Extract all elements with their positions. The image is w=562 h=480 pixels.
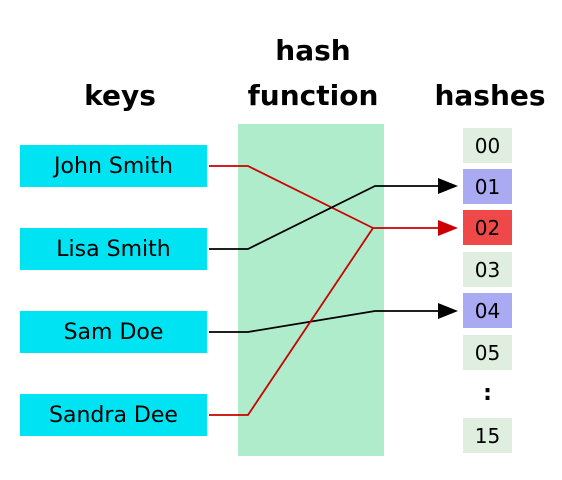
mapping-line-john-smith xyxy=(209,165,374,229)
key-box-sam-doe: Sam Doe xyxy=(20,311,207,353)
hash-function-box xyxy=(238,124,384,456)
mapping-line-sandra-dee xyxy=(209,227,444,416)
hash-cell-ellipsis: : xyxy=(463,376,512,411)
hash-cell-03: 03 xyxy=(463,252,512,287)
hash-cell-04: 04 xyxy=(463,293,512,328)
key-box-john-smith: John Smith xyxy=(20,145,207,187)
arrowhead-02 xyxy=(438,220,458,236)
hashes-heading: hashes xyxy=(434,79,546,112)
hash-function-heading-line1: hash xyxy=(275,34,351,67)
hash-cell-15: 15 xyxy=(463,418,512,453)
mapping-line-sam-doe xyxy=(209,310,444,333)
hash-function-heading-line2: function xyxy=(247,79,379,112)
arrowhead-04 xyxy=(438,303,458,319)
arrowhead-01 xyxy=(438,178,458,194)
key-box-lisa-smith: Lisa Smith xyxy=(20,228,207,270)
hash-cell-00: 00 xyxy=(463,128,512,163)
keys-heading: keys xyxy=(84,79,156,112)
hash-cell-02: 02 xyxy=(463,210,512,245)
mapping-line-lisa-smith xyxy=(209,185,444,250)
key-box-sandra-dee: Sandra Dee xyxy=(20,394,207,436)
hash-cell-05: 05 xyxy=(463,335,512,370)
hash-cell-01: 01 xyxy=(463,169,512,204)
